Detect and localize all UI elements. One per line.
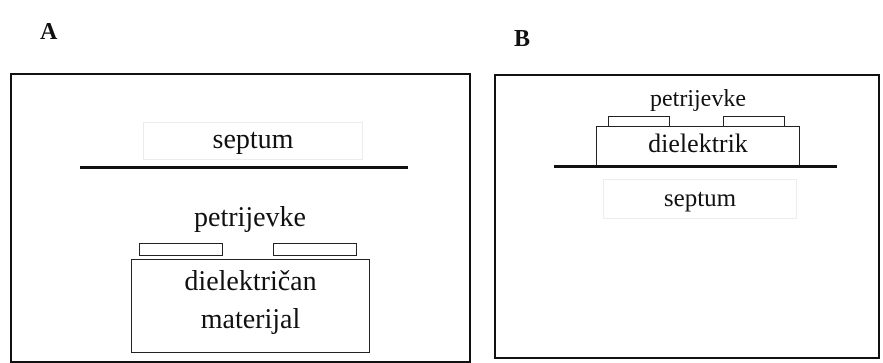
panel-a-petri-dish-right	[273, 243, 357, 256]
panel-b-dielectric-text: dielektrik	[648, 129, 748, 158]
panel-a-septum-text: septum	[212, 124, 294, 155]
panel-b-petri-label: petrijevke	[650, 86, 746, 112]
panel-a-petri-label: petrijevke	[194, 202, 306, 233]
panel-a-petri-dish-left	[139, 243, 223, 256]
panel-b-septum-text: septum	[663, 185, 737, 212]
panel-a-dielectric-line1: dielektričan	[184, 266, 317, 297]
panel-a-dielectric-line2: materijal	[200, 304, 301, 335]
panel-a-label: A	[40, 19, 58, 45]
panel-a-septum-box	[143, 122, 363, 160]
panel-b-septum-line	[554, 165, 837, 168]
panel-b-label: B	[514, 26, 531, 52]
panel-b-septum-box	[603, 179, 797, 219]
panel-a-dielectric-block	[131, 259, 370, 353]
panel-b-dielectric-block	[596, 126, 800, 166]
panel-a-septum-line	[80, 166, 408, 169]
